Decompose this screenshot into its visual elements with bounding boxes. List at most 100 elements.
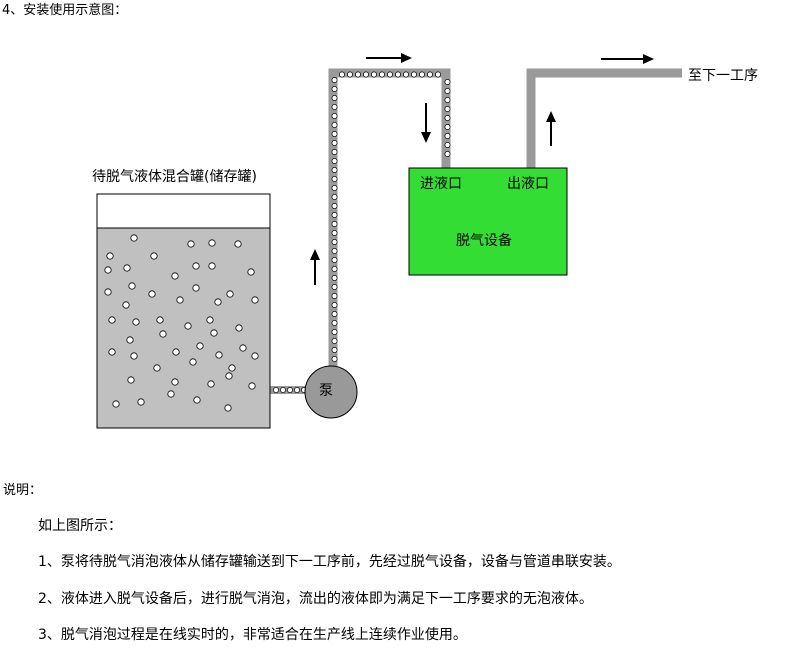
tank-bubbles: [104, 234, 259, 412]
pipe-bubble: [331, 347, 338, 353]
pipe-bubble: [331, 221, 338, 227]
pipe-bubble: [379, 71, 385, 78]
pipe-bubble: [331, 284, 338, 290]
pipe-bubble: [331, 230, 338, 236]
pipe-bubble: [331, 329, 338, 335]
tank-bubble: [192, 262, 200, 270]
pump: [304, 365, 358, 419]
pipe-bubble: [331, 320, 338, 326]
tank-bubble: [208, 262, 216, 270]
tank-bubble: [207, 380, 215, 388]
device-label: 脱气设备: [456, 233, 512, 249]
tank-bubble: [132, 318, 140, 326]
pipe-bubble: [444, 97, 451, 103]
pipe-bubble: [331, 95, 338, 101]
pipe-bubble: [331, 239, 338, 245]
pump-label: 泵: [319, 383, 333, 399]
section-title: 4、安装使用示意图：: [2, 3, 128, 18]
pipe-bubble: [419, 71, 425, 78]
pipe-bubble: [331, 194, 338, 200]
tank-bubble: [148, 290, 156, 298]
tank-bubble: [130, 352, 138, 360]
tank-bubble: [206, 316, 214, 324]
tank-bubble: [196, 342, 204, 350]
flow-arrow-down: [421, 103, 431, 143]
pipe-bubbles: [273, 71, 451, 393]
pipe-bubble: [331, 311, 338, 317]
pipe-bubble: [331, 167, 338, 173]
pipe-bubble: [444, 142, 451, 148]
next-process-label: 至下一工序: [688, 68, 758, 84]
tank-bubble: [208, 239, 216, 247]
pipe-bubble: [339, 71, 345, 78]
pipe-bubble: [427, 71, 433, 78]
tank-bubble: [215, 351, 223, 359]
pipe-bubble: [363, 71, 369, 78]
pipe-bubble: [444, 151, 451, 157]
pipe-bubble: [331, 302, 338, 308]
pipe-bubble: [331, 113, 338, 119]
pipe-bubble: [411, 71, 417, 78]
pipe-bubble: [331, 176, 338, 182]
tank-bubble: [108, 316, 116, 324]
tank-bubble: [123, 264, 131, 272]
pipe-bubble: [331, 185, 338, 191]
notes-intro: 如上图所示：: [38, 518, 122, 534]
pipe-bubble: [331, 140, 338, 146]
note-item-2: 2、液体进入脱气设备后，进行脱气消泡，流出的液体即为满足下一工序要求的无泡液体。: [38, 591, 593, 607]
flow-arrow-right-outlet: [601, 54, 654, 64]
pipe-bubble: [331, 356, 338, 362]
pipe-bubble: [331, 248, 338, 254]
tank-bubble: [239, 344, 247, 352]
outlet-label: 出液口: [507, 176, 549, 192]
pipe-bubble: [273, 387, 279, 393]
flow-arrow-up-left: [310, 249, 320, 285]
tank-bubble: [193, 396, 201, 404]
tank-bubble: [228, 364, 236, 372]
tank-bubble: [137, 398, 145, 406]
note-item-3: 3、脱气消泡过程是在线实时的，非常适合在生产线上连续作业使用。: [38, 627, 467, 643]
pipe-bubble: [355, 71, 361, 78]
pipe-bubble: [435, 71, 441, 78]
pipe-bubble: [331, 122, 338, 128]
tank-bubble: [128, 282, 136, 290]
tank-bubble: [187, 240, 195, 248]
tank-bubble: [251, 296, 259, 304]
tank-bubble: [225, 372, 233, 380]
tank-bubble: [156, 316, 164, 324]
tank-bubble: [226, 290, 234, 298]
tank-bubble: [224, 404, 232, 412]
tank-bubble: [189, 358, 197, 366]
tank-bubble: [172, 348, 180, 356]
pipe-bubble: [331, 257, 338, 263]
pipe-bubble: [331, 77, 338, 83]
pipe-bubble: [395, 71, 401, 78]
pipe-bubble: [287, 387, 293, 393]
tank-bubble: [176, 296, 184, 304]
notes-title: 说明：: [3, 483, 43, 498]
tank-bubble: [184, 322, 192, 330]
pipe-bubble: [331, 149, 338, 155]
pipe-device-to-next-process: [526, 68, 682, 168]
tank-bubble: [235, 324, 243, 332]
pipe-bubble: [331, 293, 338, 299]
pipe-bubble: [280, 387, 286, 393]
pipe-bubble: [444, 124, 451, 130]
pipe-bubble: [387, 71, 393, 78]
tank-bubble: [159, 330, 167, 338]
tank-bubble: [106, 252, 114, 260]
flow-arrow-right-top: [366, 53, 412, 63]
tank-bubble: [153, 364, 161, 372]
pipe-bubble: [331, 266, 338, 272]
tank-bubble: [251, 352, 259, 360]
pipe-bubble: [444, 79, 451, 85]
installation-diagram: [96, 53, 682, 429]
tank-bubble: [171, 272, 179, 280]
tank-bubble: [210, 329, 218, 337]
flow-arrow-up-right: [546, 111, 556, 146]
pipe-bubble: [403, 71, 409, 78]
pipe-bubble: [331, 86, 338, 92]
tank-bubble: [234, 240, 242, 248]
pipe-bubble: [331, 212, 338, 218]
tank-bubble: [171, 378, 179, 386]
